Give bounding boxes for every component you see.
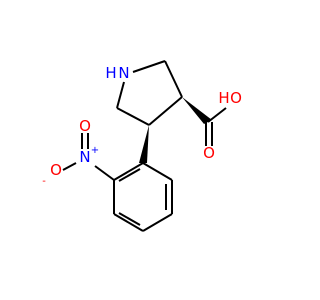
bond-c4-c5 — [116, 107, 150, 126]
bond-ar-inner-3 — [118, 168, 141, 182]
molecule-diagram: N H O H O N + O O - — [42, 60, 242, 232]
wedge-c4-phenyl — [139, 125, 149, 163]
atom-ring-h: H — [105, 64, 116, 82]
atom-carbonyl-o: O — [203, 144, 215, 162]
bond-ar-6 — [113, 162, 144, 181]
atom-acid-h: H — [218, 89, 229, 107]
bond-ar-1 — [142, 162, 173, 181]
wedge-c3-cooh — [182, 97, 212, 124]
atom-nitro-o-double: O — [79, 117, 91, 135]
bond-cooh-oh — [207, 107, 227, 123]
bond-ar-4 — [113, 213, 144, 232]
bond-ar-inner-2 — [118, 212, 141, 226]
bond-n-c2 — [132, 60, 166, 73]
bond-nitro-o-single — [62, 162, 77, 171]
bond-ar-nitro — [94, 165, 115, 181]
bond-c2-c3 — [164, 60, 183, 98]
charge-nitro-n: + — [91, 145, 99, 156]
atom-labels: N H O H O N + O O - — [42, 64, 242, 187]
atom-nitro-n: N — [79, 148, 90, 166]
bonds — [62, 60, 227, 232]
atom-ring-n: N — [118, 64, 129, 82]
charge-nitro-o: - — [42, 176, 46, 187]
atom-nitro-o-single: O — [50, 161, 62, 179]
bond-c5-n — [116, 81, 125, 109]
atom-acid-o: O — [230, 89, 242, 107]
bond-ar-3 — [142, 213, 173, 232]
bond-c3-c4 — [148, 96, 183, 126]
